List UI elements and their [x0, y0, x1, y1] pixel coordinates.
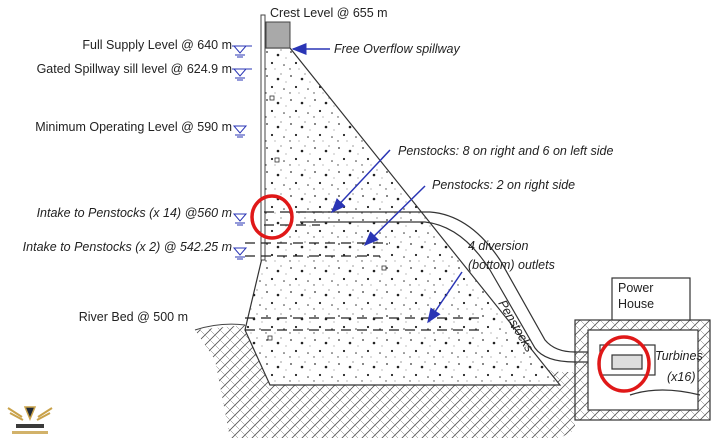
- gated-spillway-label: Gated Spillway sill level @ 624.9 m: [37, 62, 232, 76]
- callout-arrows: [291, 43, 463, 324]
- turbines-label-1: Turbines: [655, 349, 703, 363]
- power-house-label-2: House: [618, 297, 654, 311]
- penstock: [300, 211, 600, 353]
- upstream-face: [260, 14, 266, 261]
- crest-label: Crest Level @ 655 m: [270, 6, 388, 20]
- penstock-lines: [245, 211, 480, 331]
- intake-14-label: Intake to Penstocks (x 14) @560 m: [37, 206, 232, 220]
- penstocks-2-label: Penstocks: 2 on right side: [432, 178, 575, 192]
- highlight-circle-turbines: [597, 335, 651, 393]
- penstocks-8-6-label: Penstocks: 8 on right and 6 on left side: [398, 144, 613, 158]
- diversion-label-1: 4 diversion: [468, 239, 528, 253]
- spillway-label: Free Overflow spillway: [334, 42, 460, 56]
- power-house: [574, 277, 711, 421]
- diversion-label-2: (bottom) outlets: [468, 258, 555, 272]
- intake-2-label: Intake to Penstocks (x 2) @ 542.25 m: [23, 240, 232, 254]
- river-bed-label: River Bed @ 500 m: [79, 310, 188, 324]
- turbines-label-2: (x16): [667, 370, 695, 384]
- forum-logo: [7, 406, 53, 434]
- crest-block: [265, 21, 291, 49]
- min-operating-label: Minimum Operating Level @ 590 m: [35, 120, 232, 134]
- water-level-markers: [232, 45, 248, 260]
- full-supply-label: Full Supply Level @ 640 m: [82, 38, 232, 52]
- highlight-circle-intake: [250, 194, 294, 240]
- power-house-label-1: Power: [618, 281, 653, 295]
